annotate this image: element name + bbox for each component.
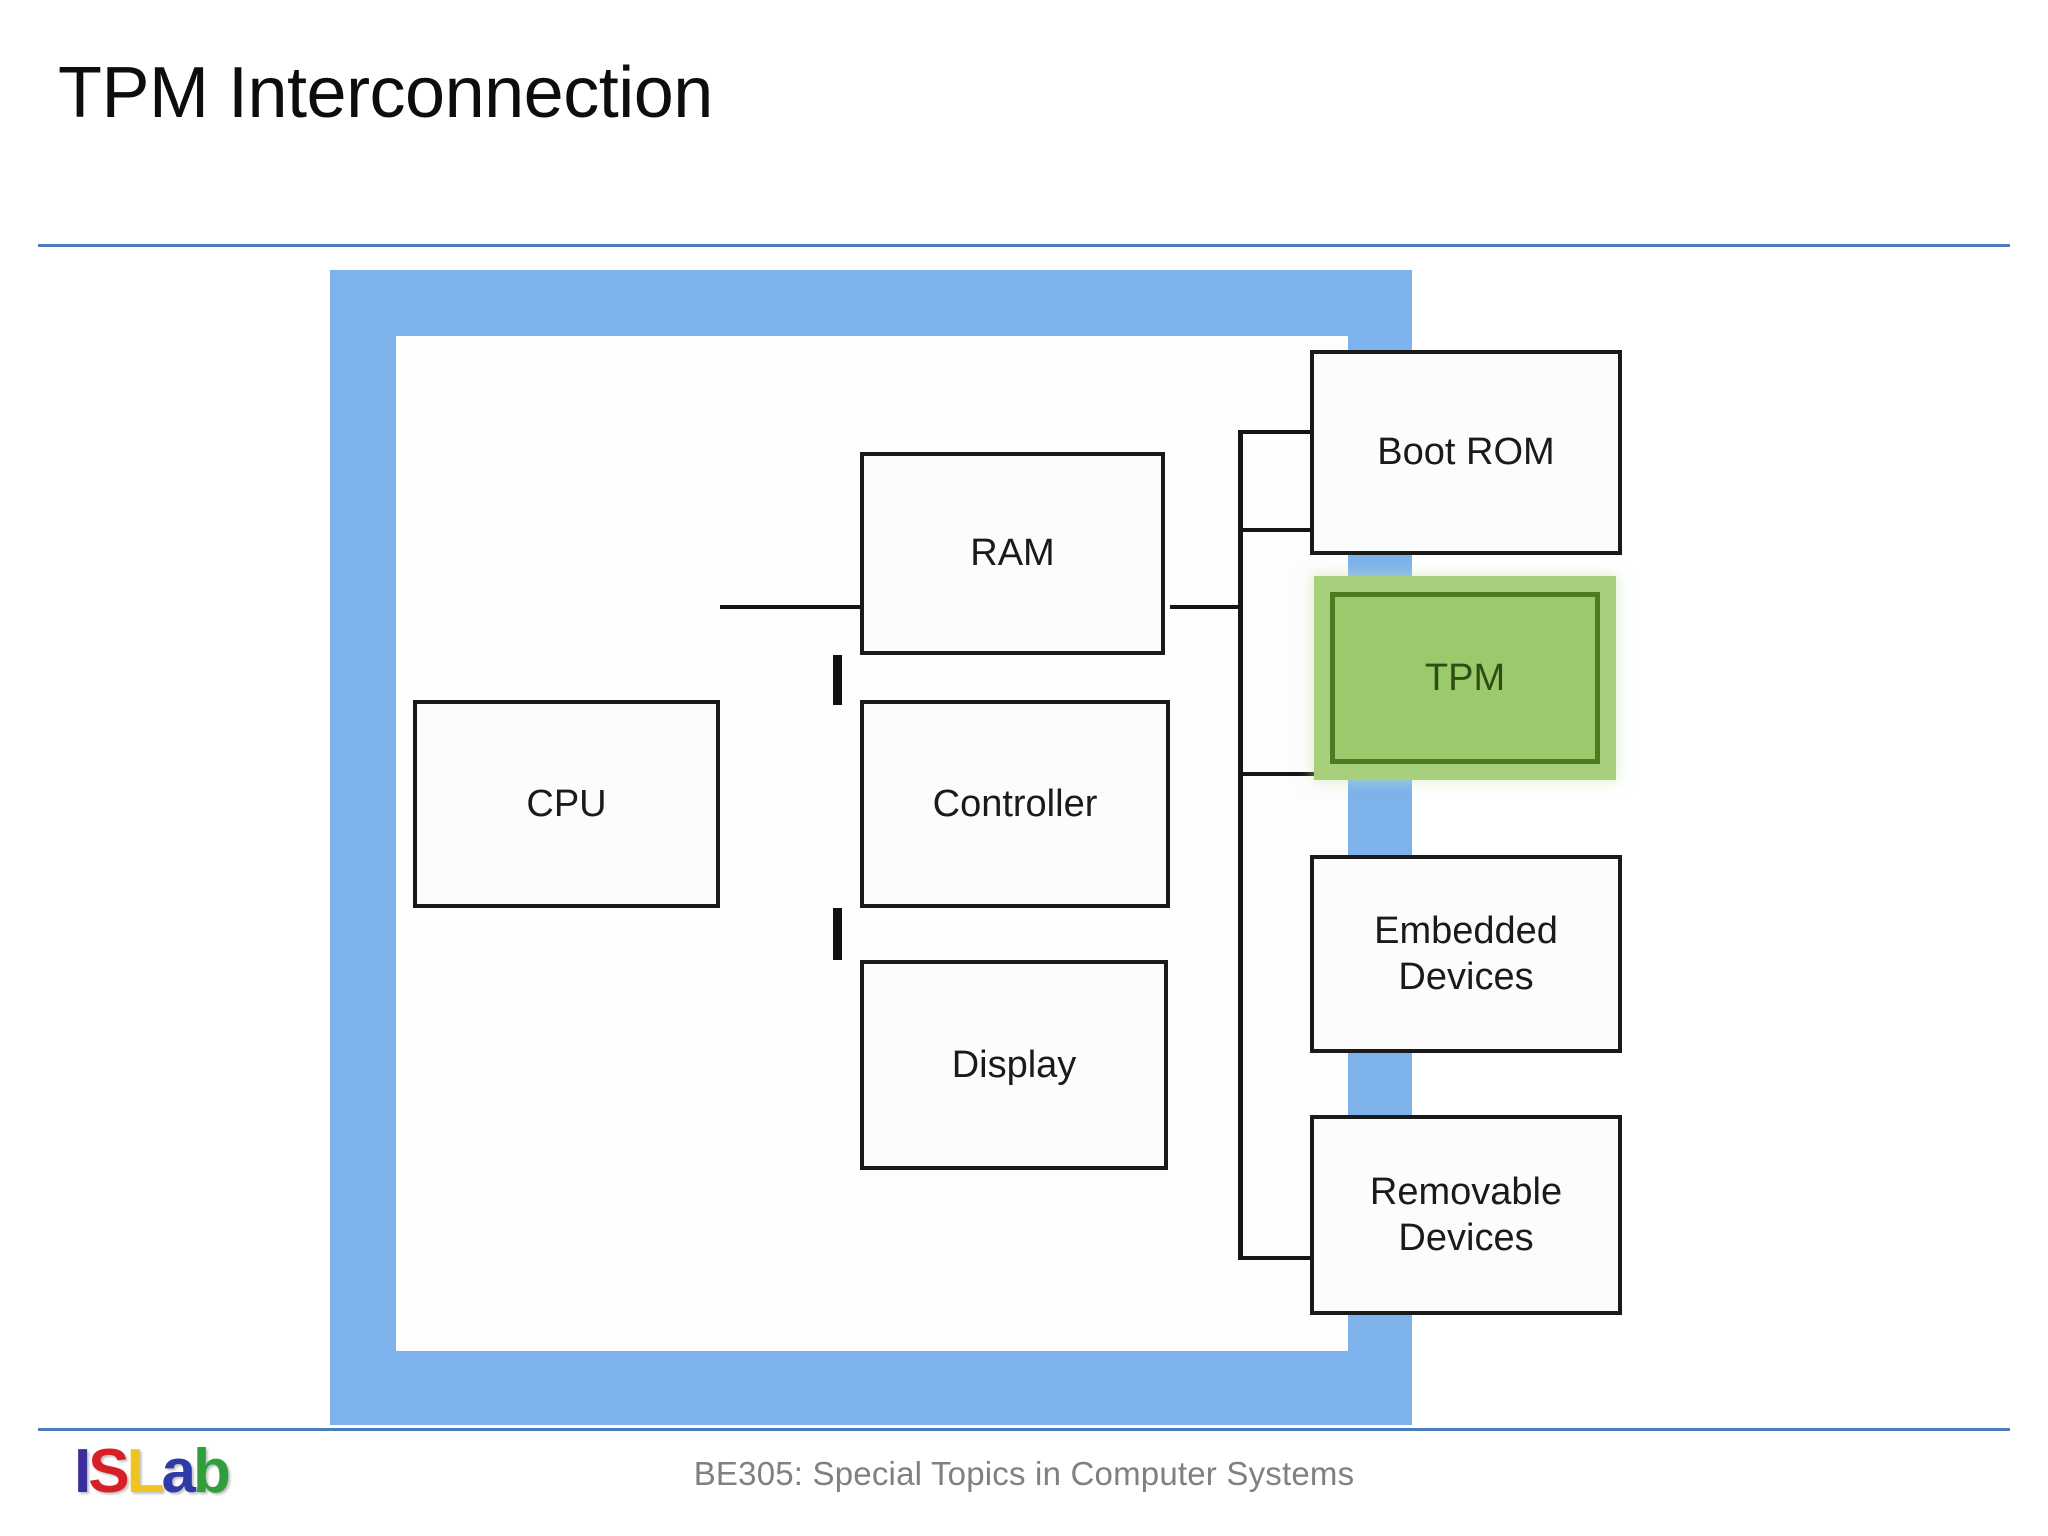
node-cpu[interactable]: CPU (413, 700, 720, 908)
wire-bus-embedded (1238, 772, 1318, 776)
footer-course-label: BE305: Special Topics in Computer System… (693, 1455, 1355, 1492)
node-embedded-devices[interactable]: Embedded Devices (1310, 855, 1622, 1053)
wire-bus-bootrom (1238, 430, 1318, 434)
node-display[interactable]: Display (860, 960, 1168, 1170)
islab-logo-letter-2: L (126, 1437, 165, 1506)
node-controller[interactable]: Controller (860, 700, 1170, 908)
node-controller-label: Controller (932, 782, 1098, 825)
node-tpm-label: TPM (1424, 656, 1506, 699)
wire-bus-tpm (1238, 528, 1318, 532)
islab-logo-letter-3: a (161, 1437, 196, 1506)
wire-bus-removable (1238, 1256, 1318, 1260)
tpm-interconnection-diagram: CPU RAM Controller Display Boot ROM TPM … (330, 270, 1622, 1425)
wire-controller-bus (1170, 605, 1242, 609)
footer-divider (38, 1428, 2010, 1431)
node-embedded-devices-line1: Embedded (1374, 909, 1558, 952)
node-display-label: Display (951, 1043, 1077, 1086)
islab-logo-letter-0: I (74, 1437, 91, 1506)
node-boot-rom-label: Boot ROM (1377, 431, 1555, 474)
islab-logo: ISLab (74, 1437, 231, 1506)
node-cpu-label: CPU (526, 782, 607, 825)
node-removable-devices[interactable]: Removable Devices (1310, 1115, 1622, 1315)
node-embedded-devices-line2: Devices (1398, 956, 1534, 998)
islab-logo-letter-4: b (192, 1437, 231, 1506)
node-boot-rom[interactable]: Boot ROM (1310, 350, 1622, 555)
node-tpm[interactable]: TPM (1330, 592, 1600, 764)
node-removable-devices-line2: Devices (1398, 1217, 1534, 1259)
node-ram[interactable]: RAM (860, 452, 1165, 655)
node-removable-devices-line1: Removable (1369, 1170, 1563, 1213)
node-ram-label: RAM (970, 532, 1055, 575)
node-removable-devices-label: Removable Devices (1370, 1169, 1562, 1262)
wire-controller-display (833, 908, 842, 960)
title-divider (38, 244, 2010, 247)
islab-logo-letter-1: S (88, 1437, 129, 1506)
wire-bus-spine (1238, 430, 1243, 1260)
wire-ram-controller (833, 655, 842, 705)
page-title: TPM Interconnection (58, 53, 713, 133)
node-embedded-devices-label: Embedded Devices (1374, 908, 1558, 1001)
wire-cpu-controller (720, 605, 860, 609)
